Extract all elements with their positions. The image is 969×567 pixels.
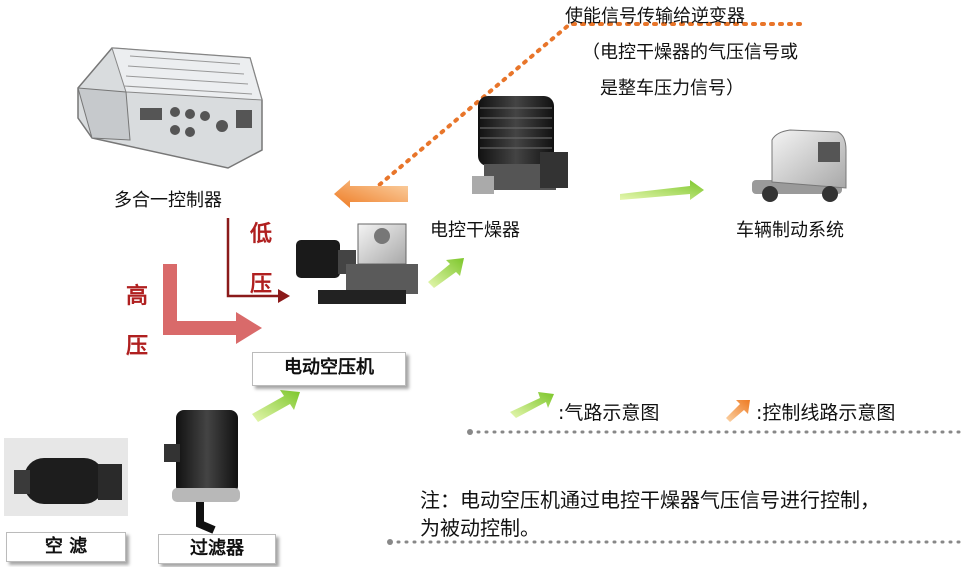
low-voltage-label-1: 低 — [250, 222, 273, 247]
air-filter-image — [4, 438, 128, 516]
dryer-image — [472, 96, 568, 194]
legend-control-arrow-icon — [726, 400, 750, 422]
legend-air-arrow-icon — [510, 392, 554, 418]
controller-label: 多合一控制器 — [114, 190, 222, 211]
air-filter-label: 空 滤 — [6, 532, 126, 562]
dryer-label: 电控干燥器 — [430, 220, 520, 241]
brake-system-label: 车辆制动系统 — [736, 220, 844, 241]
truck-image — [752, 129, 847, 202]
low-voltage-label-2: 压 — [250, 272, 273, 297]
filter-label: 过滤器 — [158, 534, 276, 564]
note-line2: 为被动控制。 — [420, 516, 540, 540]
compressor-label: 电动空压机 — [252, 352, 406, 386]
compressor-image — [296, 223, 418, 304]
signal-text-line1: 使能信号传输给逆变器 — [565, 6, 745, 27]
signal-text-line2: （电控干燥器的气压信号或 — [582, 42, 798, 63]
note-line1: 注：电动空压机通过电控干燥器气压信号进行控制， — [420, 488, 880, 512]
high-voltage-label-2: 压 — [126, 334, 149, 359]
control-arrow-icon — [334, 180, 408, 208]
legend-control-label: :控制线路示意图 — [756, 402, 896, 424]
control-signal-line — [376, 22, 802, 188]
low-voltage-arrow — [226, 218, 290, 303]
signal-text-line3: 是整车压力信号） — [600, 78, 744, 99]
filter-image — [164, 410, 240, 534]
air-arrow-icon — [252, 180, 704, 422]
high-voltage-label-1: 高 — [126, 284, 149, 309]
controller-image — [77, 47, 263, 169]
legend-air-label: :气路示意图 — [558, 402, 660, 424]
high-voltage-arrow — [163, 264, 262, 344]
